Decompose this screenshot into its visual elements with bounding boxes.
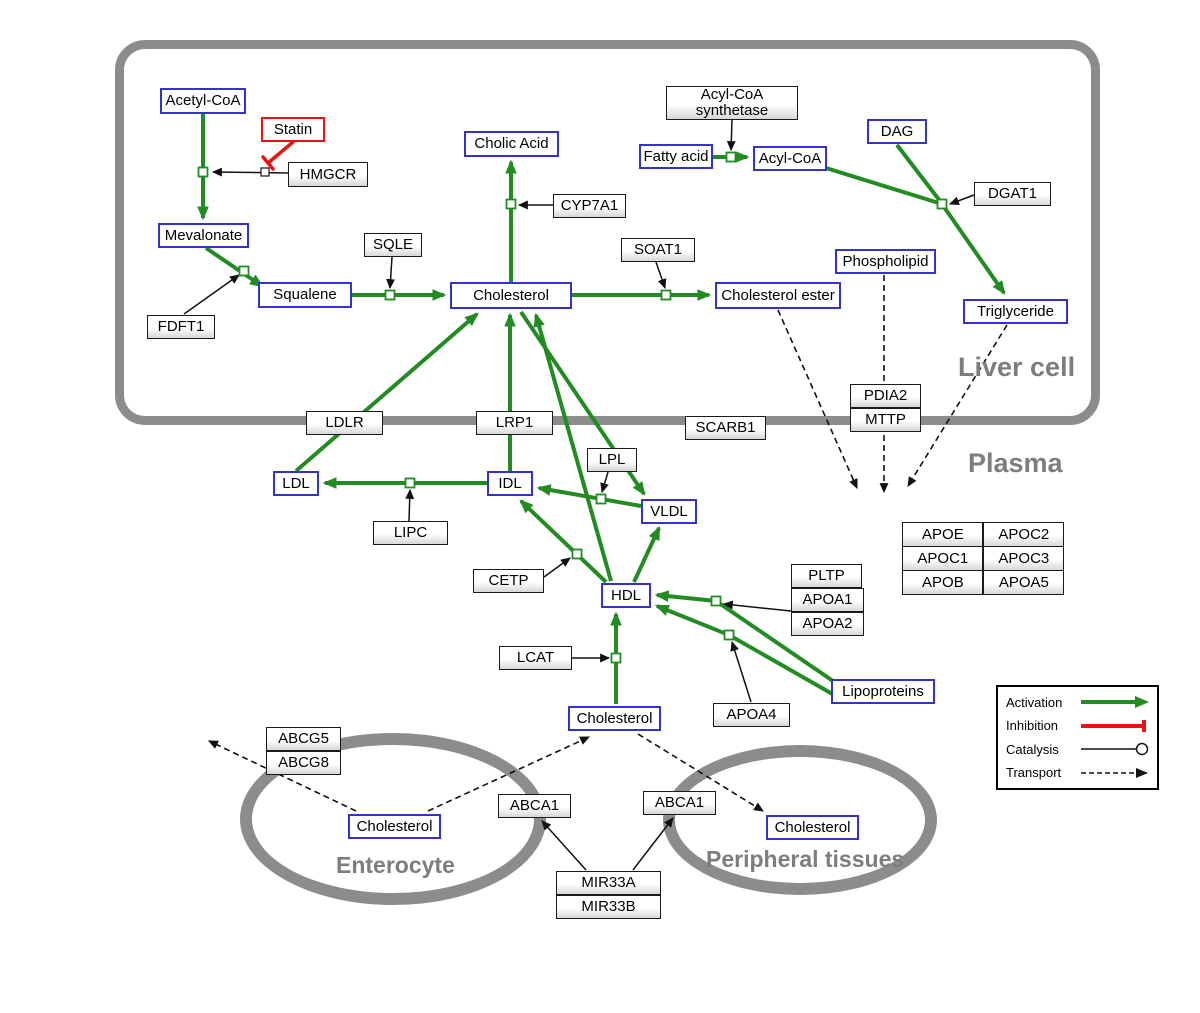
node-vldl[interactable]: VLDL: [641, 499, 697, 524]
legend-activation-label: Activation: [1006, 694, 1063, 710]
node-squalene[interactable]: Squalene: [258, 282, 352, 308]
legend-row-transport: Transport: [1006, 764, 1149, 782]
node-lcat[interactable]: LCAT: [499, 646, 572, 670]
node-mttp[interactable]: MTTP: [850, 408, 921, 432]
node-apoa1[interactable]: APOA1: [791, 588, 864, 612]
node-soat1[interactable]: SOAT1: [621, 238, 695, 262]
node-cholesterol-liver[interactable]: Cholesterol: [450, 282, 572, 309]
node-statin[interactable]: Statin: [261, 117, 325, 142]
node-acyl-coa-synthetase-line1: Acyl-CoA: [700, 86, 764, 104]
node-apob[interactable]: APOB: [902, 569, 984, 595]
node-sqle[interactable]: SQLE: [364, 233, 422, 257]
plasma-label: Plasma: [968, 448, 1063, 478]
legend-catalysis-label: Catalysis: [1006, 741, 1059, 757]
node-idl[interactable]: IDL: [487, 471, 533, 496]
node-lipc[interactable]: LIPC: [373, 521, 448, 545]
legend-row-catalysis: Catalysis: [1006, 740, 1149, 758]
node-apoc2[interactable]: APOC2: [983, 522, 1065, 548]
node-acyl-coa[interactable]: Acyl-CoA: [753, 146, 827, 171]
node-cholesterol-peripheral[interactable]: Cholesterol: [766, 815, 859, 840]
legend-row-inhibition: Inhibition: [1006, 717, 1149, 735]
node-cholic-acid[interactable]: Cholic Acid: [464, 131, 559, 157]
node-lrp1[interactable]: LRP1: [476, 411, 553, 435]
node-mevalonate[interactable]: Mevalonate: [158, 223, 249, 248]
edge-catalysis-lipc: [405, 488, 415, 522]
node-pdia2[interactable]: PDIA2: [850, 384, 921, 408]
legend: Activation Inhibition Catalysis Transpor…: [996, 685, 1159, 790]
apolipoprotein-table: APOE APOC2 APOC1 APOC3 APOB APOA5: [902, 522, 1065, 595]
node-cholesterol-ester[interactable]: Cholesterol ester: [715, 282, 841, 309]
node-acetyl-coa[interactable]: Acetyl-CoA: [160, 88, 246, 114]
edge-catalysis-apoa4: [730, 640, 752, 703]
edge-catalysis-cetp: [543, 557, 571, 578]
node-dgat1[interactable]: DGAT1: [974, 182, 1051, 206]
edge-catalysis-pltp-apoa1-apoa2: [722, 600, 792, 612]
legend-row-activation: Activation: [1006, 693, 1149, 711]
liver-cell-label: Liver cell: [958, 352, 1076, 382]
node-lpl[interactable]: LPL: [587, 448, 637, 472]
process-node-apoa4: [723, 629, 735, 641]
node-triglyceride[interactable]: Triglyceride: [963, 299, 1068, 324]
node-acyl-coa-synthetase[interactable]: Acyl-CoA synthetase: [666, 86, 798, 120]
node-hmgcr[interactable]: HMGCR: [288, 162, 368, 187]
node-lipoproteins[interactable]: Lipoproteins: [831, 679, 935, 704]
node-fdft1[interactable]: FDFT1: [147, 315, 215, 339]
enterocyte-label: Enterocyte: [336, 852, 455, 878]
node-dag[interactable]: DAG: [867, 119, 927, 144]
edge-activation-hdl-vldl: [632, 525, 661, 583]
node-fatty-acid[interactable]: Fatty acid: [639, 144, 713, 169]
process-node-lpl: [595, 493, 607, 505]
legend-transport-label: Transport: [1006, 765, 1062, 781]
inhibition-tbar-icon: [1081, 719, 1146, 732]
catalysis-circle-icon: [1081, 743, 1149, 756]
edge-mir33-abca1-enterocyte: [541, 820, 587, 871]
node-apoe[interactable]: APOE: [902, 522, 984, 548]
node-acyl-coa-synthetase-line2: synthetase: [695, 102, 769, 119]
node-phospholipid[interactable]: Phospholipid: [835, 249, 936, 274]
edge-activation-vldl-idl: [536, 484, 642, 508]
node-apoc1[interactable]: APOC1: [902, 546, 984, 572]
node-cyp7a1[interactable]: CYP7A1: [553, 194, 626, 218]
node-cetp[interactable]: CETP: [473, 569, 544, 593]
node-apoa2[interactable]: APOA2: [791, 612, 864, 636]
node-abcg5[interactable]: ABCG5: [266, 727, 341, 751]
legend-inhibition-label: Inhibition: [1006, 718, 1059, 734]
node-apoa5[interactable]: APOA5: [983, 569, 1065, 595]
activation-arrow-icon: [1081, 696, 1149, 708]
node-cholesterol-enterocyte[interactable]: Cholesterol: [348, 814, 441, 839]
node-mir33b[interactable]: MIR33B: [556, 895, 661, 919]
node-apoa4[interactable]: APOA4: [713, 703, 790, 727]
transport-dashed-arrow-icon: [1081, 767, 1148, 778]
node-hdl[interactable]: HDL: [601, 583, 651, 608]
node-pltp[interactable]: PLTP: [791, 564, 862, 588]
process-node-pltp: [710, 595, 722, 607]
node-abca1-peripheral[interactable]: ABCA1: [643, 791, 716, 815]
node-mir33a[interactable]: MIR33A: [556, 871, 661, 895]
node-apoc3[interactable]: APOC3: [983, 546, 1065, 572]
process-node-lcat: [610, 652, 622, 664]
node-cholesterol-plasma[interactable]: Cholesterol: [568, 706, 661, 731]
liver-cell-compartment: [115, 40, 1100, 425]
node-ldlr[interactable]: LDLR: [306, 411, 383, 435]
node-scarb1[interactable]: SCARB1: [685, 416, 766, 440]
node-abca1-enterocyte[interactable]: ABCA1: [498, 794, 571, 818]
node-ldl[interactable]: LDL: [273, 471, 319, 496]
peripheral-tissues-label: Peripheral tissues: [706, 846, 905, 872]
edge-catalysis-lpl: [600, 471, 609, 494]
process-node-cetp: [571, 548, 583, 560]
process-node-lipc: [404, 477, 416, 489]
node-abcg8[interactable]: ABCG8: [266, 751, 341, 775]
